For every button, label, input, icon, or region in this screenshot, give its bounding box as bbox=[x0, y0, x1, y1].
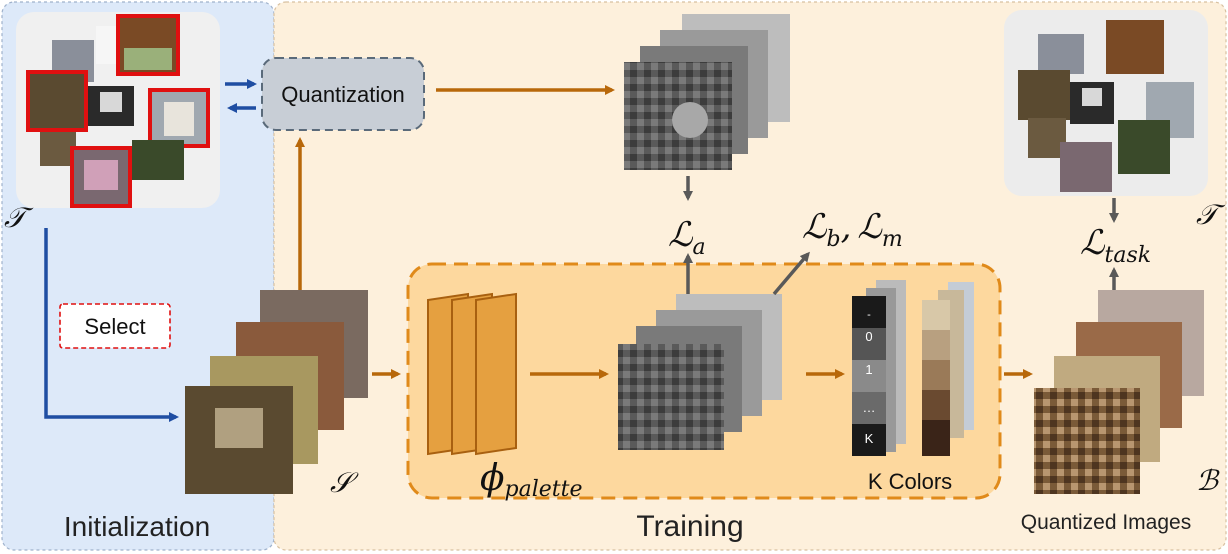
k-colors-label: K Colors bbox=[868, 469, 952, 494]
select-label: Select bbox=[84, 314, 145, 339]
quantized-images-label: Quantized Images bbox=[1021, 511, 1191, 534]
phi-palette-symbol: ϕpalette bbox=[480, 458, 583, 502]
palette-index-label: 1 bbox=[865, 362, 872, 377]
highlight-frame bbox=[26, 70, 88, 132]
loss-Ltask: ℒtask bbox=[1080, 223, 1151, 268]
quantized-images-stack bbox=[1034, 290, 1204, 494]
palette-index-label: … bbox=[863, 400, 876, 415]
quantization-box bbox=[261, 57, 425, 131]
initialization-label: Initialization bbox=[64, 511, 210, 542]
network-output-stack bbox=[618, 294, 782, 450]
arrow-initialize-synthetic bbox=[44, 228, 179, 422]
original-dataset-collage bbox=[16, 12, 220, 208]
palette-network-layers bbox=[427, 292, 517, 456]
index-palette-stack bbox=[852, 280, 906, 456]
target-dataset-collage bbox=[1004, 10, 1208, 196]
quantized-B-symbol: ℬ bbox=[1196, 464, 1220, 497]
quantization-label: Quantization bbox=[281, 82, 405, 107]
palette-index-label: K bbox=[865, 431, 874, 446]
arrow-output-to-Lb-Lm bbox=[772, 251, 810, 296]
training-label: Training bbox=[636, 510, 743, 543]
loss-La: ℒa bbox=[668, 215, 706, 260]
select-box bbox=[59, 303, 171, 349]
palette-index-label: - bbox=[867, 309, 871, 321]
palette-index-label: 0 bbox=[865, 329, 872, 344]
synthetic-image-stack bbox=[185, 290, 368, 494]
loss-Lb-Lm: ℒb,ℒm bbox=[802, 207, 903, 252]
color-palette-stack bbox=[922, 282, 974, 456]
reference-quantized-stack bbox=[624, 14, 790, 170]
